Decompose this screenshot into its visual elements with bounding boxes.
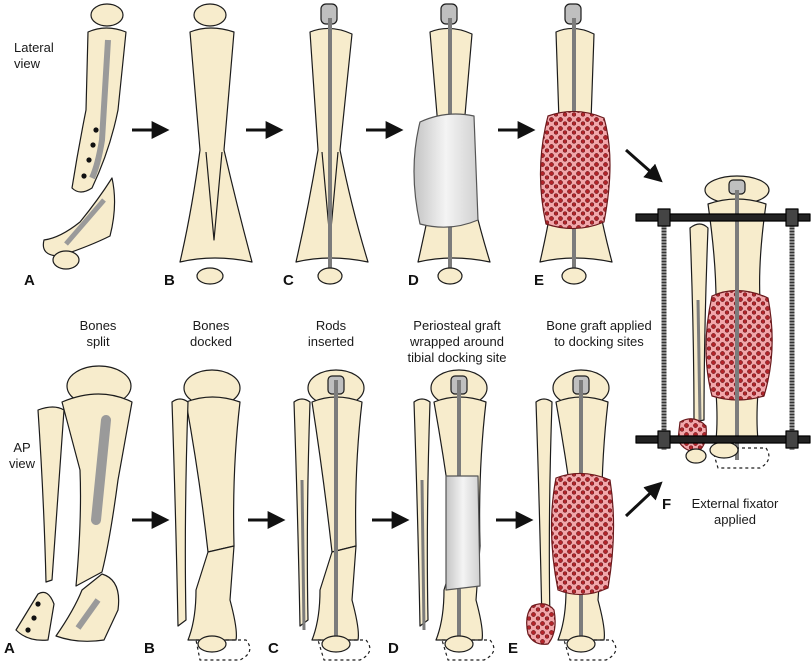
letter-bottom-c: C bbox=[268, 640, 279, 657]
letter-f: F bbox=[662, 496, 672, 513]
letter-bottom-b: B bbox=[144, 640, 155, 657]
letter-top-e: E bbox=[534, 272, 545, 289]
letter-bottom-a: A bbox=[4, 640, 15, 657]
caption-periosteal-graft: Periosteal graft wrapped around tibial d… bbox=[407, 318, 507, 365]
arrow-bottom-e-f bbox=[624, 481, 663, 518]
letter-bottom-e: E bbox=[508, 640, 519, 657]
ap-a-split-bones bbox=[15, 365, 133, 642]
arrow-top-e-f bbox=[625, 148, 663, 183]
fixator-bottom-bar bbox=[635, 430, 811, 449]
caption-external-fixator: External fixator applied bbox=[691, 496, 779, 527]
lateral-view-label: Lateral view bbox=[14, 40, 54, 71]
letter-top-c: C bbox=[283, 272, 294, 289]
ap-b-docked-bones bbox=[171, 369, 251, 661]
letter-top-d: D bbox=[408, 272, 419, 289]
fixator-top-bar bbox=[635, 208, 811, 227]
lateral-b-docked-bone bbox=[179, 3, 253, 285]
caption-bones-docked: Bones docked bbox=[190, 318, 232, 349]
ap-e-bone-graft-bones bbox=[526, 369, 617, 661]
caption-rods-inserted: Rods inserted bbox=[307, 318, 355, 349]
lateral-e-bone-graft-bone bbox=[539, 3, 613, 285]
fixator-threaded-rods bbox=[661, 210, 795, 450]
lateral-d-periosteal-bone bbox=[413, 3, 491, 285]
f-external-fixator-assembly bbox=[677, 175, 773, 469]
lateral-a-split-bone bbox=[42, 3, 127, 270]
ap-c-rod-bones bbox=[293, 369, 371, 661]
letter-top-a: A bbox=[24, 272, 35, 289]
letter-top-b: B bbox=[164, 272, 175, 289]
caption-bone-graft: Bone graft applied to docking sites bbox=[546, 318, 652, 349]
ap-view-label: AP view bbox=[8, 440, 35, 471]
letter-bottom-d: D bbox=[388, 640, 399, 657]
caption-bones-split: Bones split bbox=[79, 318, 117, 349]
lateral-c-rod-bone bbox=[295, 3, 369, 285]
ap-d-periosteal-bones bbox=[413, 369, 495, 661]
